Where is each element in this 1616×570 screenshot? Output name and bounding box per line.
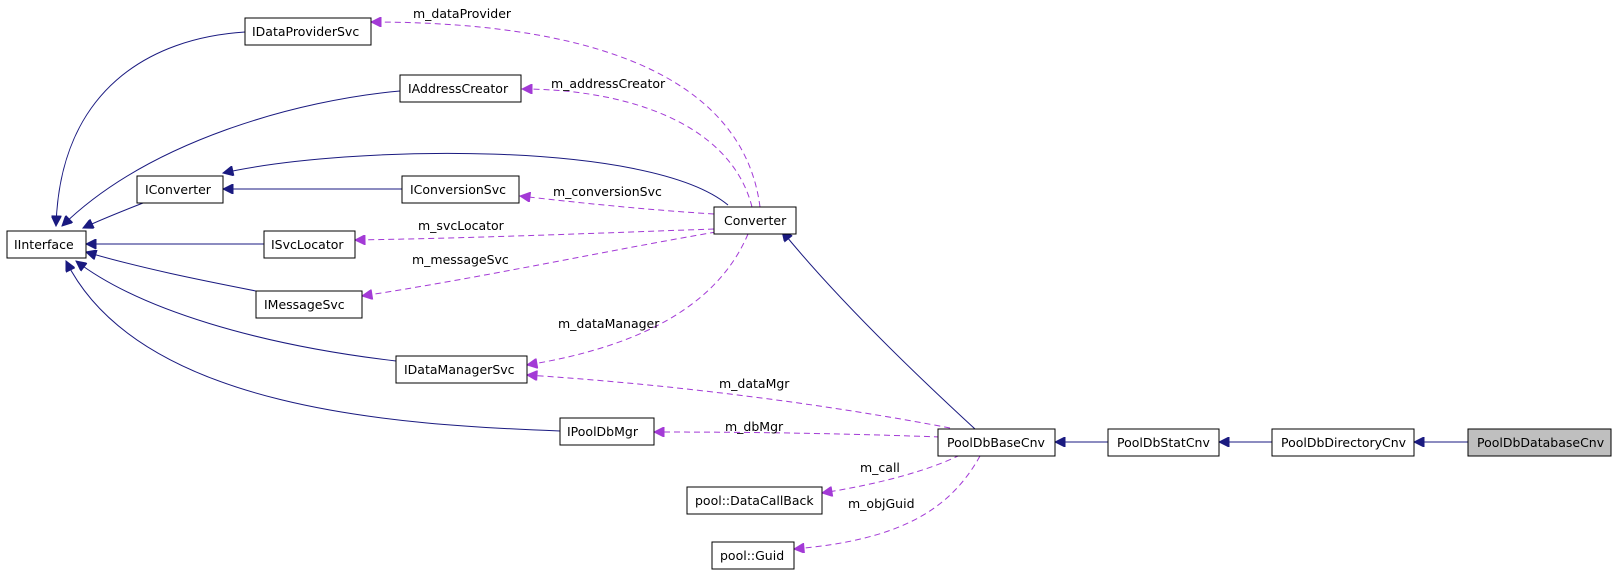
node-pool-datacallback[interactable]: pool::DataCallBack — [686, 486, 823, 515]
usage-edge-dataprovider — [371, 22, 761, 208]
usage-edge-datamanager — [527, 233, 749, 365]
node-iinterface[interactable]: IInterface — [6, 230, 87, 259]
usage-edge-conversionsvc — [520, 196, 715, 215]
edge-idatamanagersvc-to-iinterface — [76, 261, 397, 362]
svg-text:IInterface: IInterface — [14, 237, 74, 252]
label-m-objguid: m_objGuid — [848, 496, 915, 511]
node-idatamanagersvc[interactable]: IDataManagerSvc — [395, 355, 528, 384]
edge-imessagesvc-to-iinterface — [86, 252, 257, 292]
node-imessagesvc[interactable]: IMessageSvc — [255, 290, 363, 319]
label-m-dataprovider: m_dataProvider — [413, 6, 512, 21]
node-pooldbstatcnv[interactable]: PoolDbStatCnv — [1107, 428, 1220, 457]
svg-text:PoolDbStatCnv: PoolDbStatCnv — [1117, 435, 1210, 450]
node-iconverter[interactable]: IConverter — [136, 175, 224, 204]
usage-edge-addresscreator — [522, 89, 753, 208]
label-m-svclocator: m_svcLocator — [418, 218, 505, 233]
label-m-conversionsvc: m_conversionSvc — [553, 184, 662, 199]
node-ipooldbmgr[interactable]: IPoolDbMgr — [559, 417, 655, 446]
svg-text:pool::Guid: pool::Guid — [720, 548, 784, 563]
usage-edges: m_dataProvider m_addressCreator m_conver… — [355, 6, 981, 549]
inheritance-edges — [56, 31, 1468, 442]
node-iaddresscreator[interactable]: IAddressCreator — [399, 74, 522, 103]
svg-text:PoolDbDatabaseCnv: PoolDbDatabaseCnv — [1477, 435, 1605, 450]
label-m-addresscreator: m_addressCreator — [551, 76, 666, 91]
label-m-messagesvc: m_messageSvc — [412, 252, 509, 267]
node-isvclocator[interactable]: ISvcLocator — [263, 230, 356, 259]
svg-text:IDataProviderSvc: IDataProviderSvc — [252, 24, 359, 39]
svg-text:PoolDbDirectoryCnv: PoolDbDirectoryCnv — [1281, 435, 1407, 450]
usage-edge-call — [822, 454, 961, 493]
edge-iaddresscreator-to-iinterface — [62, 90, 401, 226]
node-pooldbbasecnv[interactable]: PoolDbBaseCnv — [937, 428, 1056, 457]
node-pooldbdirectorycnv[interactable]: PoolDbDirectoryCnv — [1271, 428, 1415, 457]
svg-text:Converter: Converter — [724, 213, 787, 228]
usage-edge-messagesvc — [362, 231, 717, 296]
svg-text:IDataManagerSvc: IDataManagerSvc — [404, 362, 515, 377]
label-m-datamanager: m_dataManager — [558, 316, 660, 331]
edge-iconverter-to-iinterface — [83, 202, 144, 228]
usage-edge-svclocator — [355, 228, 715, 240]
node-iconversionsvc[interactable]: IConversionSvc — [401, 175, 520, 204]
edge-pooldbbasecnv-to-converter — [782, 231, 976, 430]
label-m-datamgr: m_dataMgr — [719, 376, 790, 391]
svg-text:PoolDbBaseCnv: PoolDbBaseCnv — [947, 435, 1046, 450]
usage-edge-objguid — [794, 455, 981, 549]
usage-edge-datamgr — [527, 375, 951, 429]
svg-text:IConversionSvc: IConversionSvc — [410, 182, 506, 197]
svg-text:pool::DataCallBack: pool::DataCallBack — [695, 493, 814, 508]
usage-edge-dbmgr — [654, 432, 941, 438]
node-idataprovidersvc[interactable]: IDataProviderSvc — [244, 17, 372, 46]
edge-idataprovidersvc-to-iinterface — [56, 31, 246, 226]
svg-text:IMessageSvc: IMessageSvc — [264, 297, 345, 312]
svg-text:ISvcLocator: ISvcLocator — [271, 237, 344, 252]
node-converter[interactable]: Converter — [713, 206, 797, 235]
svg-text:IAddressCreator: IAddressCreator — [408, 81, 509, 96]
edge-converter-to-iconverter — [223, 152, 729, 206]
label-m-dbmgr: m_dbMgr — [725, 419, 784, 434]
svg-text:IConverter: IConverter — [145, 182, 212, 197]
label-m-call: m_call — [860, 460, 900, 475]
svg-text:IPoolDbMgr: IPoolDbMgr — [567, 424, 639, 439]
node-pooldbdatabasecnv[interactable]: PoolDbDatabaseCnv — [1467, 428, 1612, 457]
node-pool-guid[interactable]: pool::Guid — [711, 541, 795, 570]
edge-ipooldbmgr-to-iinterface — [66, 261, 561, 432]
